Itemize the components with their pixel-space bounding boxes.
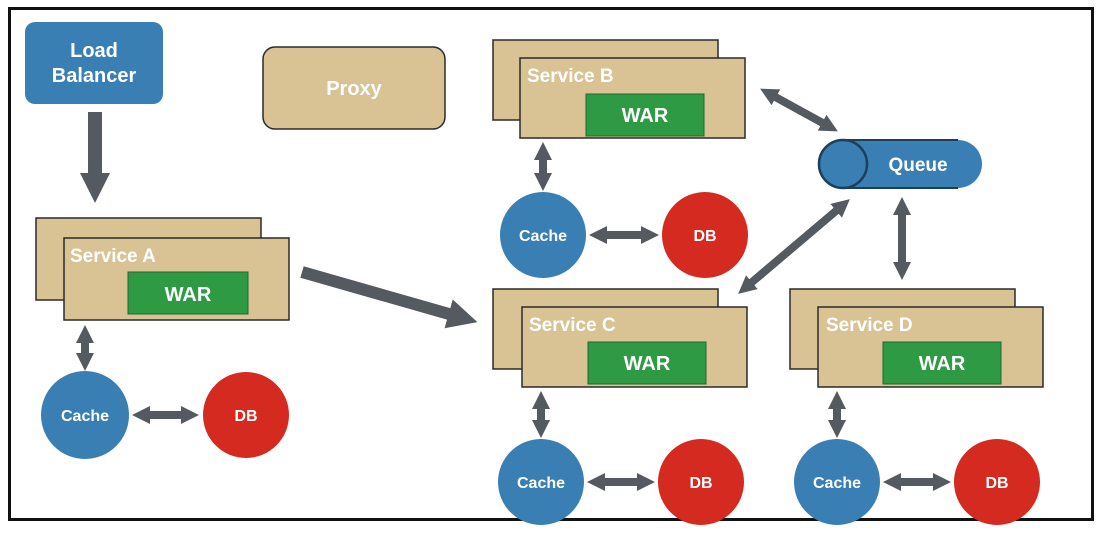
- cache-a-label: Cache: [61, 408, 109, 425]
- load-balancer-node: Load Balancer: [25, 22, 163, 104]
- proxy-label: Proxy: [326, 78, 382, 100]
- cache-d-node: Cache: [794, 439, 880, 525]
- cache-d-label: Cache: [813, 475, 861, 492]
- arrow-service-b-queue: [760, 88, 838, 132]
- db-d-node: DB: [954, 439, 1040, 525]
- service-c-title: Service C: [529, 315, 616, 336]
- service-d-title: Service D: [826, 315, 913, 336]
- queue-label: Queue: [888, 155, 947, 176]
- db-b-label: DB: [693, 228, 716, 245]
- db-c-node: DB: [658, 439, 744, 525]
- cache-a-node: Cache: [41, 371, 129, 459]
- arrow-service-a-to-service-c: [300, 266, 478, 329]
- service-c-war: WAR: [624, 353, 671, 375]
- service-b-title: Service B: [527, 66, 614, 87]
- db-b-node: DB: [662, 192, 748, 278]
- db-a-node: DB: [203, 372, 289, 458]
- service-c-node: Service C WAR: [492, 288, 748, 388]
- queue-node: Queue: [817, 138, 982, 190]
- db-c-label: DB: [689, 475, 712, 492]
- cache-c-node: Cache: [498, 439, 584, 525]
- service-a-war: WAR: [165, 284, 212, 306]
- arrow-service-c-queue: [738, 199, 850, 294]
- cache-c-label: Cache: [517, 475, 565, 492]
- load-balancer-label-line2: Balancer: [52, 65, 137, 87]
- service-b-war: WAR: [622, 105, 669, 127]
- proxy-node: Proxy: [262, 46, 446, 130]
- service-a-title: Service A: [70, 246, 156, 267]
- service-d-war: WAR: [919, 353, 966, 375]
- cache-b-label: Cache: [519, 228, 567, 245]
- service-d-node: Service D WAR: [789, 288, 1044, 388]
- db-a-label: DB: [234, 408, 257, 425]
- service-a-node: Service A WAR: [35, 217, 290, 321]
- service-b-node: Service B WAR: [492, 39, 746, 139]
- db-d-label: DB: [985, 475, 1008, 492]
- cache-b-node: Cache: [500, 192, 586, 278]
- load-balancer-label-line1: Load: [70, 40, 118, 62]
